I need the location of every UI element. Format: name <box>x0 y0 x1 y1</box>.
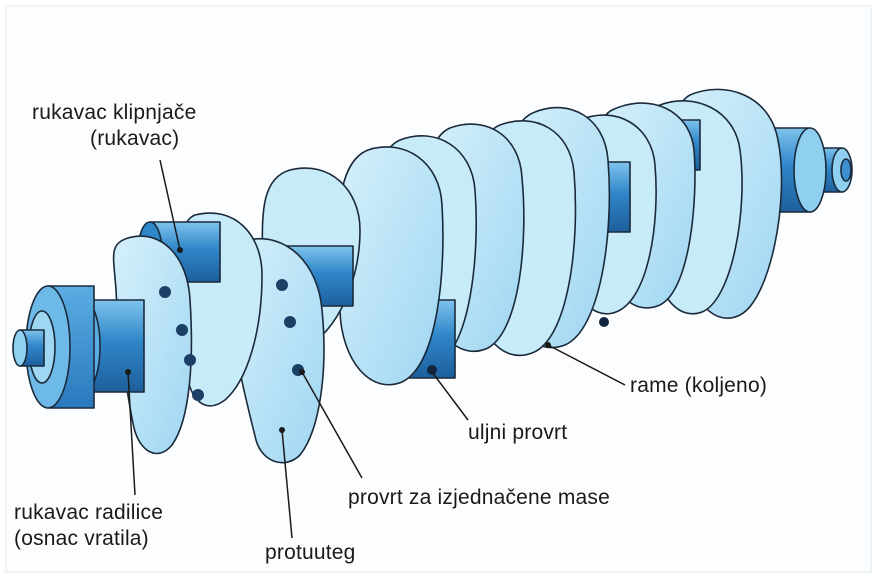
label-balance-holes: provrt za izjednačene mase <box>348 485 610 511</box>
label-oil-hole-text: uljni provrt <box>468 420 567 446</box>
label-balance-holes-text: provrt za izjednačene mase <box>348 485 610 511</box>
label-crank-web-text: rame (koljeno) <box>630 373 767 399</box>
label-main-journal: rukavac radilice (osnac vratila) <box>14 500 163 552</box>
label-counterweight-text: protuuteg <box>265 540 356 566</box>
label-main-journal-line2: (osnac vratila) <box>14 526 163 552</box>
label-crank-web: rame (koljeno) <box>630 373 767 399</box>
label-counterweight: protuuteg <box>265 540 356 566</box>
label-main-journal-line1: rukavac radilice <box>14 500 163 526</box>
label-crankpin-line1: rukavac klipnjače <box>32 100 196 126</box>
label-crankpin-line2: (rukavac) <box>32 126 196 152</box>
label-oil-hole: uljni provrt <box>468 420 567 446</box>
label-crankpin: rukavac klipnjače (rukavac) <box>32 100 196 152</box>
